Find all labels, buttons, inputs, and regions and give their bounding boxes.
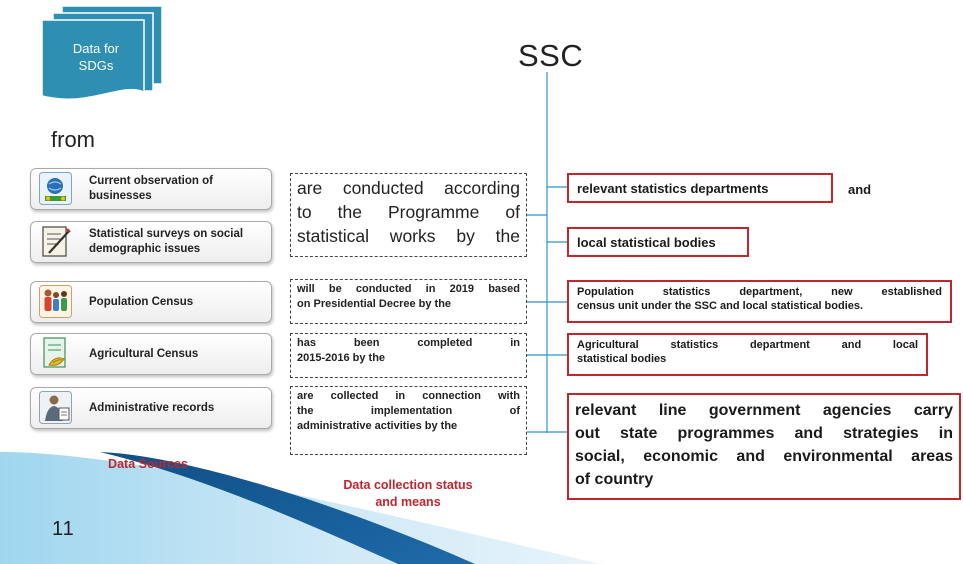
statement-line: will be conducted in 2019 based xyxy=(297,283,520,295)
body-line: out state programmes and strategies in xyxy=(575,425,953,442)
source-population-census: Population Census xyxy=(30,281,272,323)
document-stack-icon xyxy=(41,5,163,100)
statement-programme: are conducted according to the Programme… xyxy=(290,173,527,257)
source-label: Population Census xyxy=(89,295,194,308)
body-line: social, economic and environmental areas xyxy=(575,448,953,465)
and-label: and xyxy=(848,182,872,197)
body-line: Agricultural statistics department and l… xyxy=(577,339,918,351)
statement-population-census: will be conducted in 2019 based on Presi… xyxy=(290,279,527,324)
agriculture-document-icon xyxy=(43,337,66,368)
statement-line: the implementation of xyxy=(297,405,520,417)
caption-data-sources: Data Sources xyxy=(108,457,188,471)
ssc-title: SSC xyxy=(518,38,584,73)
source-social-surveys: Statistical surveys on social demographi… xyxy=(30,221,272,263)
source-label: Agricultural Census xyxy=(89,347,199,360)
body-line: statistical bodies xyxy=(577,353,667,365)
body-line: Population statistics department, new es… xyxy=(577,286,942,298)
sdg-badge-label: Data for SDGs xyxy=(48,40,144,74)
caption-line: and means xyxy=(375,495,441,509)
body-line: census unit under the SSC and local stat… xyxy=(577,300,864,312)
caption-collection-means: Data collection status and means xyxy=(313,477,503,511)
statement-line: 2015-2016 by the xyxy=(297,352,386,364)
source-administrative-records: Administrative records xyxy=(30,387,272,429)
statement-agricultural-census: has been completed in 2015-2016 by the xyxy=(290,333,527,378)
body-local-statistical: local statistical bodies xyxy=(567,227,749,257)
people-icon xyxy=(39,285,72,318)
statement-line: statistical works by the xyxy=(297,226,520,246)
page-number: 11 xyxy=(52,518,75,540)
body-line: relevant line government agencies carry xyxy=(575,402,953,419)
statement-line: are collected in connection with xyxy=(297,390,520,402)
statement-line: has been completed in xyxy=(297,337,520,349)
source-label: Administrative records xyxy=(89,401,215,414)
business-globe-icon xyxy=(39,172,72,205)
statement-line: administrative activities by the xyxy=(297,420,458,432)
body-label: local statistical bodies xyxy=(577,234,716,250)
body-line-agencies: relevant line government agencies carry … xyxy=(567,393,961,500)
sdg-badge-line2: SDGs xyxy=(78,58,114,73)
statement-administrative-records: are collected in connection with the imp… xyxy=(290,386,527,455)
statement-line: are conducted according xyxy=(297,178,520,198)
body-relevant-departments: relevant statistics departments xyxy=(567,173,833,203)
statement-line: to the Programme of xyxy=(297,202,520,222)
caption-line: Data collection status xyxy=(343,478,473,492)
clipboard-survey-icon xyxy=(42,226,71,257)
body-line: of country xyxy=(575,471,654,488)
statement-line: on Presidential Decree by the xyxy=(297,298,452,310)
source-label: Current observation of businesses xyxy=(89,175,213,202)
administrator-icon xyxy=(39,391,72,424)
sdg-badge-line1: Data for xyxy=(72,41,120,56)
body-agricultural-statistics: Agricultural statistics department and l… xyxy=(567,333,928,376)
from-label: from xyxy=(51,127,95,152)
source-business-observation: Current observation of businesses xyxy=(30,168,272,210)
source-agricultural-census: Agricultural Census xyxy=(30,333,272,375)
body-label: relevant statistics departments xyxy=(577,180,769,196)
source-label: Statistical surveys on social demographi… xyxy=(89,228,244,255)
body-population-statistics: Population statistics department, new es… xyxy=(567,280,952,323)
